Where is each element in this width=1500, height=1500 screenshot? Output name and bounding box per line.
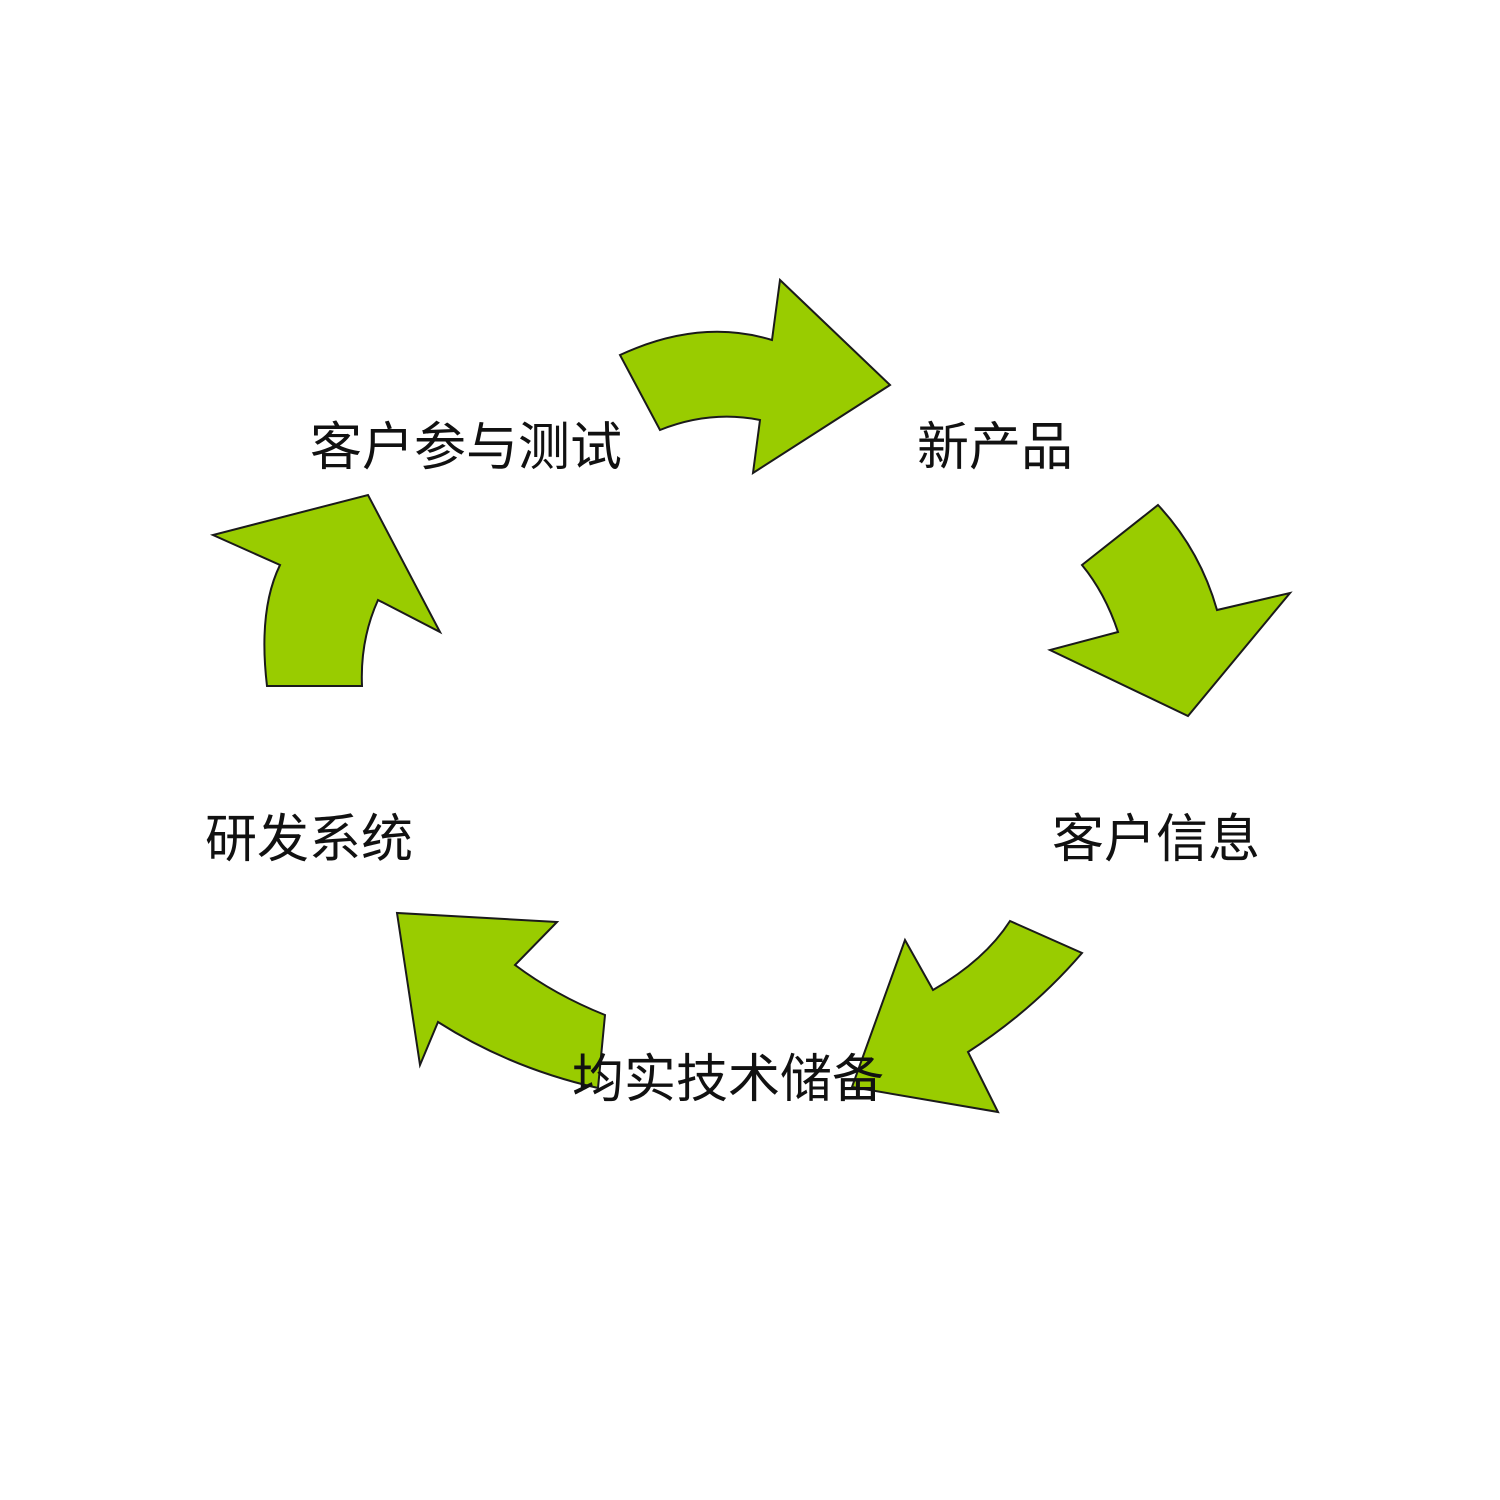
node-label-rd-system: 研发系统 — [205, 810, 413, 870]
arrow-new-product-to-customer-info — [1047, 503, 1293, 718]
arrow-testing-to-new-product — [618, 277, 892, 476]
node-label-customer-info: 客户信息 — [1052, 810, 1260, 870]
arrow-customer-info-to-tech-reserve — [850, 919, 1084, 1114]
node-label-tech-reserve: 均实技术储备 — [572, 1050, 884, 1110]
node-label-customer-testing: 客户参与测试 — [310, 418, 622, 478]
node-label-new-product: 新产品 — [917, 418, 1073, 478]
arrow-rd-system-to-testing — [209, 493, 443, 687]
arrow-tech-reserve-to-rd-system — [395, 911, 607, 1090]
